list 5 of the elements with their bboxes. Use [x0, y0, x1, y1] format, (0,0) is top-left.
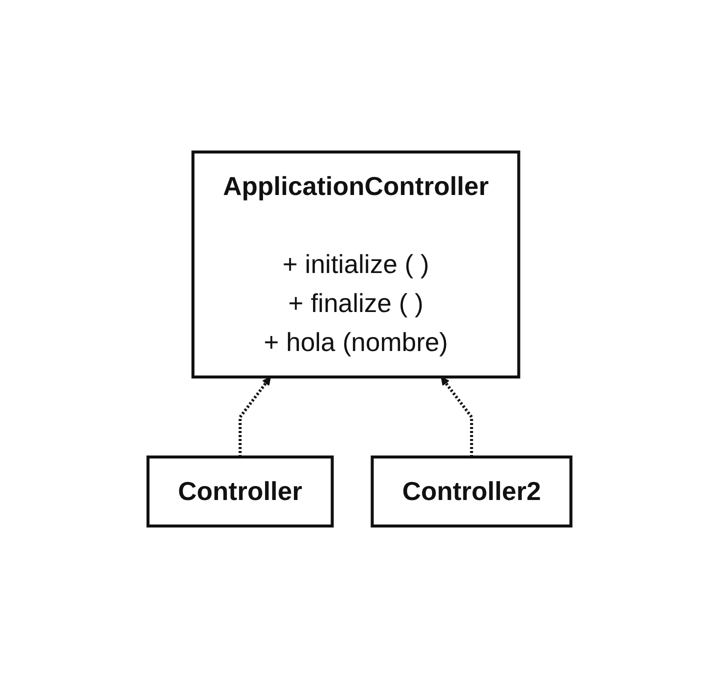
- node-box: ApplicationController + initialize ( ) + finalize ( ) + hola (nombre): [191, 150, 520, 378]
- node-box: Controller: [146, 455, 334, 527]
- node-box: Controller2: [370, 455, 572, 527]
- arrow: [440, 376, 473, 456]
- arrow: [238, 376, 270, 456]
